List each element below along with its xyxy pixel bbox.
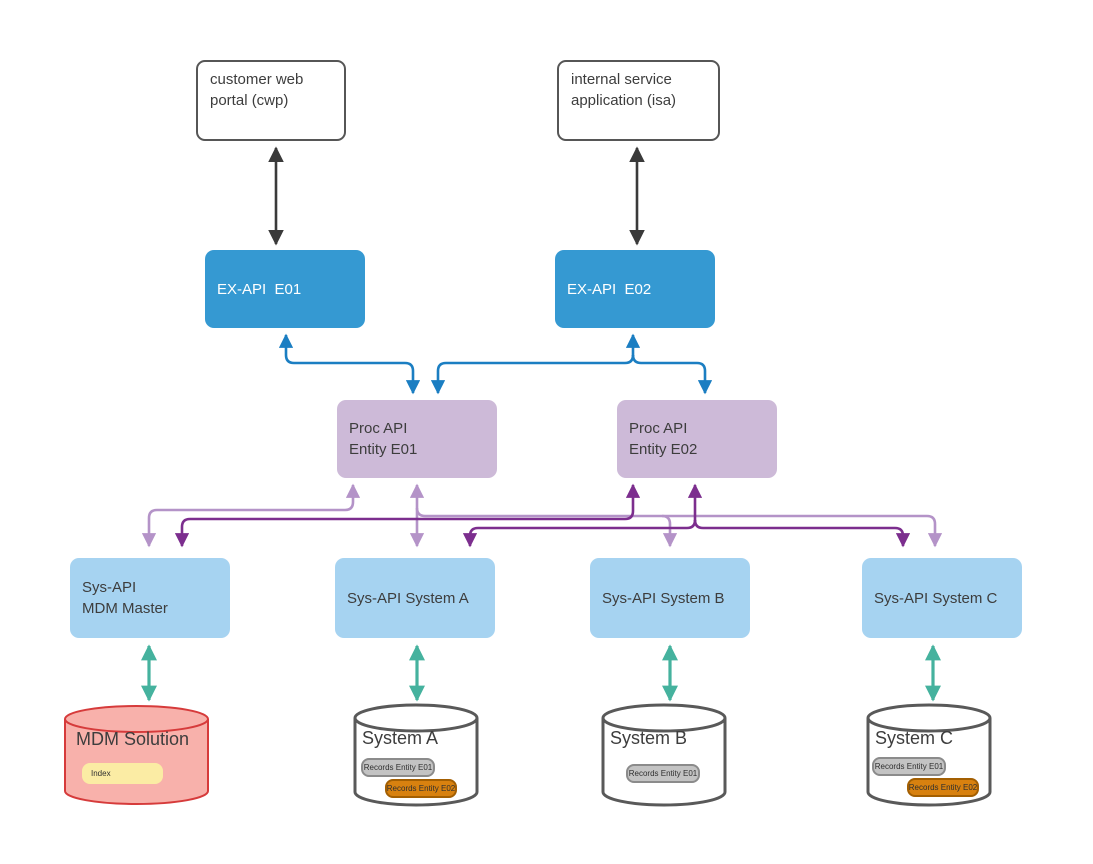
node-label-line2: Entity E02 [629, 441, 698, 458]
db-label-mdm-solution: MDM Solution [76, 729, 190, 749]
node-proc-api-e02: Proc API Entity E02 [617, 400, 777, 478]
node-label: customer web portal (cwp) [210, 71, 304, 109]
badge-system-a-records-e01: Records Entity E01 [361, 758, 435, 777]
node-label-line2: Entity E01 [349, 441, 418, 458]
arrow-proc-e02-sys-mdm [174, 483, 641, 548]
node-exapi-e01: EX-API E01 [205, 250, 365, 328]
arrow-exapi-e01-proc-e01 [278, 333, 421, 395]
db-label-system-b: System B [610, 728, 688, 748]
arrow-exapi-e02-proc-e02 [631, 354, 713, 395]
node-proc-api-e01: Proc API Entity E01 [337, 400, 497, 478]
db-cylinder-system-b [601, 703, 727, 807]
badge-system-c-records-e02: Records Entity E02 [907, 778, 979, 797]
node-label-line1: Proc API [349, 420, 408, 437]
db-label-system-a: System A [362, 728, 439, 748]
node-sys-api-system-a: Sys-API System A [335, 558, 495, 638]
node-label: EX-API E02 [567, 280, 652, 298]
arrow-proc-e01-sys-mdm [141, 483, 361, 548]
node-sys-api-system-b: Sys-API System B [590, 558, 750, 638]
badge-mdm-index: Index [82, 763, 163, 784]
node-label: internal service application (isa) [571, 71, 677, 109]
badge-system-a-records-e02: Records Entity E02 [385, 779, 457, 798]
node-sys-api-system-c: Sys-API System C [862, 558, 1022, 638]
node-label-line1: Sys-API [82, 579, 137, 596]
node-exapi-e02: EX-API E02 [555, 250, 715, 328]
node-customer-web-portal: customer web portal (cwp) [196, 60, 346, 141]
node-label: Sys-API System A [347, 589, 469, 607]
db-label-system-c: System C [875, 728, 954, 748]
node-label-line1: Proc API [629, 420, 688, 437]
node-sys-api-mdm-master: Sys-API MDM Master [70, 558, 230, 638]
badge-system-b-records-e01: Records Entity E01 [626, 764, 700, 783]
arrow-proc-e01-sys-b [661, 514, 678, 548]
node-label: Sys-API System C [874, 589, 998, 607]
node-label-line2: MDM Master [82, 600, 168, 617]
db-cylinder-mdm [64, 705, 209, 805]
arrow-proc-e02-sys-c [693, 519, 911, 548]
badge-system-c-records-e01: Records Entity E01 [872, 757, 946, 776]
arrow-exapi-e02-proc-e01 [430, 354, 635, 395]
node-label: EX-API E01 [217, 280, 302, 298]
node-label: Sys-API System B [602, 589, 725, 607]
node-internal-service-application: internal service application (isa) [557, 60, 720, 141]
arrow-proc-e02-sys-a [462, 519, 697, 548]
